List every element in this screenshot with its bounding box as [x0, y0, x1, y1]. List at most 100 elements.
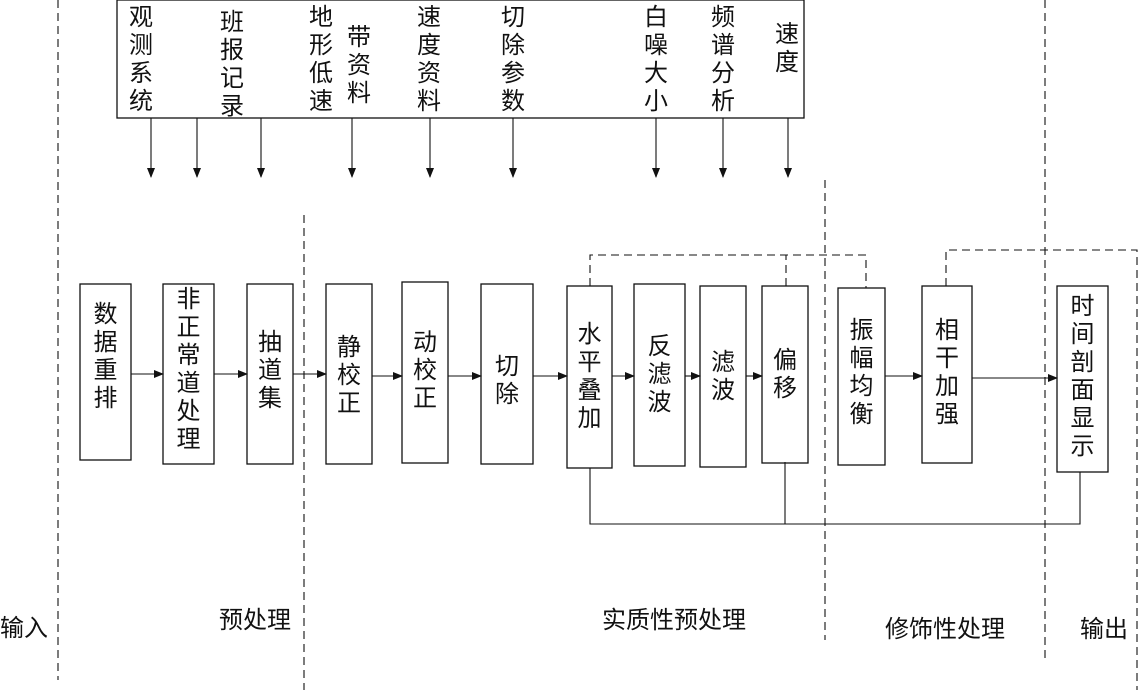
process-box-13 [1056, 285, 1109, 473]
svg-text:衡: 衡 [850, 400, 874, 428]
svg-text:反: 反 [648, 332, 672, 360]
svg-text:析: 析 [711, 87, 735, 115]
svg-text:均: 均 [850, 372, 874, 400]
svg-text:间: 间 [1071, 320, 1095, 348]
svg-text:速: 速 [417, 3, 441, 31]
svg-text:剖: 剖 [1071, 348, 1095, 376]
svg-text:频: 频 [711, 3, 735, 31]
svg-text:切: 切 [495, 352, 519, 380]
svg-text:形: 形 [309, 31, 333, 59]
stage-labels: 输入 预处理 实质性预处理 修饰性处理 输出 [0, 606, 1128, 643]
svg-text:据: 据 [94, 328, 118, 356]
process-box-9 [699, 285, 747, 468]
svg-text:滤: 滤 [648, 360, 672, 388]
svg-text:白: 白 [644, 3, 668, 31]
svg-text:报: 报 [220, 36, 244, 64]
svg-text:参: 参 [501, 59, 525, 87]
svg-text:地: 地 [309, 3, 333, 31]
svg-text:校: 校 [337, 361, 361, 389]
process-box-6 [480, 283, 534, 465]
svg-text:波: 波 [648, 388, 672, 416]
svg-text:显: 显 [1071, 404, 1095, 432]
svg-text:排: 排 [94, 384, 118, 412]
svg-text:静: 静 [337, 333, 361, 361]
svg-text:动: 动 [413, 328, 437, 356]
svg-text:示: 示 [1071, 432, 1095, 460]
svg-text:录: 录 [220, 92, 244, 120]
svg-text:料: 料 [347, 79, 371, 107]
svg-text:低: 低 [309, 59, 333, 87]
svg-text:资: 资 [417, 59, 441, 87]
svg-text:正: 正 [337, 389, 361, 417]
svg-text:统: 统 [129, 87, 153, 115]
process-box-4 [325, 283, 373, 465]
process-label-9: 滤波 [711, 348, 735, 404]
process-label-10: 偏移 [773, 346, 797, 402]
svg-text:加: 加 [578, 404, 602, 432]
svg-text:记: 记 [220, 64, 244, 92]
process-label-6: 切除 [495, 352, 519, 408]
flow-arrows [131, 370, 1058, 382]
svg-text:正: 正 [413, 384, 437, 412]
process-label-8: 反滤波 [648, 332, 672, 416]
svg-text:波: 波 [711, 376, 735, 404]
svg-text:度: 度 [775, 48, 799, 76]
svg-text:道: 道 [258, 356, 282, 384]
svg-text:干: 干 [935, 344, 959, 372]
svg-text:分: 分 [711, 59, 735, 87]
coherence-feedback-dashed-line [945, 249, 1138, 690]
svg-text:移: 移 [773, 374, 797, 402]
svg-text:小: 小 [644, 87, 668, 115]
svg-text:面: 面 [1071, 376, 1095, 404]
process-box-1 [79, 283, 132, 461]
svg-text:抽: 抽 [258, 328, 282, 356]
input-arrows [147, 118, 792, 178]
svg-text:速: 速 [775, 20, 799, 48]
svg-text:水: 水 [578, 320, 602, 348]
svg-text:集: 集 [258, 384, 282, 412]
svg-text:道: 道 [177, 369, 201, 397]
process-label-5: 动校正 [413, 328, 437, 412]
svg-text:速: 速 [309, 87, 333, 115]
stage-label-2: 预处理 [219, 606, 291, 634]
svg-text:校: 校 [413, 356, 437, 384]
stage-label-3: 实质性预处理 [602, 606, 746, 634]
svg-text:测: 测 [129, 31, 153, 59]
svg-text:滤: 滤 [711, 348, 735, 376]
svg-text:非: 非 [177, 285, 201, 313]
svg-text:数: 数 [94, 300, 118, 328]
svg-text:观: 观 [129, 3, 153, 31]
svg-text:料: 料 [417, 87, 441, 115]
svg-text:幅: 幅 [850, 344, 874, 372]
svg-text:强: 强 [935, 400, 959, 428]
process-box-5 [401, 281, 449, 464]
svg-text:噪: 噪 [644, 31, 668, 59]
output-feedback-line [589, 468, 1081, 525]
svg-text:资: 资 [347, 51, 371, 79]
svg-text:偏: 偏 [773, 346, 797, 374]
stack-feedback-dashed-line [589, 254, 867, 288]
svg-text:大: 大 [644, 59, 668, 87]
svg-text:系: 系 [129, 59, 153, 87]
svg-text:时: 时 [1071, 292, 1095, 320]
svg-text:除: 除 [495, 380, 519, 408]
stage-label-4: 修饰性处理 [885, 615, 1005, 643]
svg-text:平: 平 [578, 348, 602, 376]
stage-label-5: 输出 [1080, 615, 1128, 643]
stage-label-1: 输入 [0, 614, 48, 642]
svg-text:处: 处 [177, 397, 201, 425]
process-label-3: 抽道集 [258, 328, 282, 412]
process-label-4: 静校正 [337, 333, 361, 417]
svg-text:叠: 叠 [578, 376, 602, 404]
svg-text:除: 除 [501, 31, 525, 59]
